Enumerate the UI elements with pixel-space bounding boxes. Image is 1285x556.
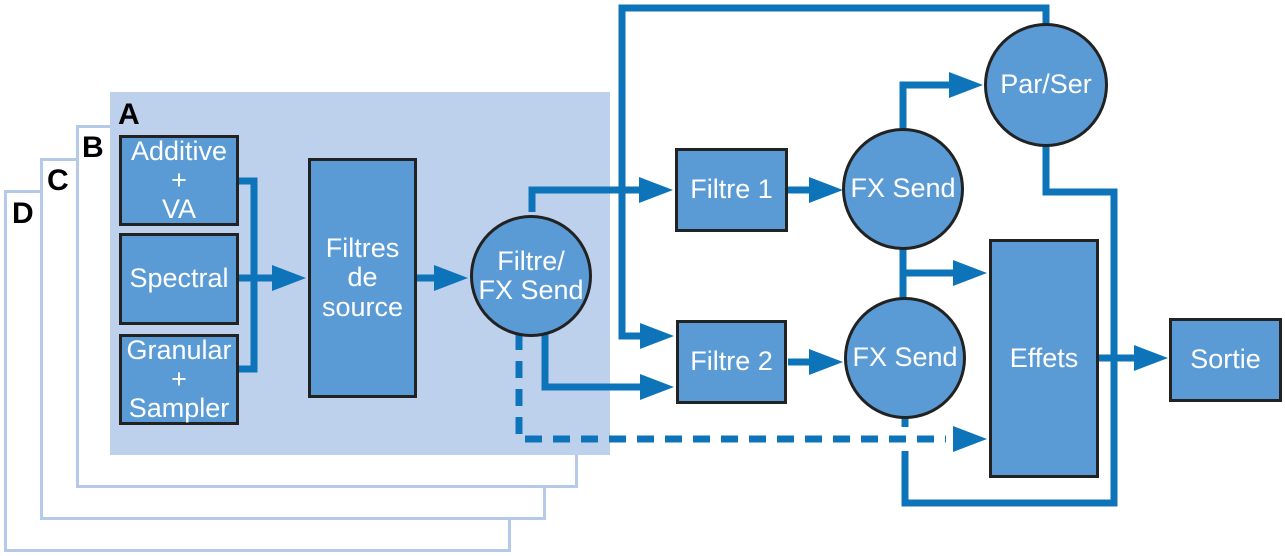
node-additive-va: Additive + VA (119, 135, 239, 226)
layer-label-a: A (118, 98, 140, 131)
node-spectral: Spectral (119, 233, 239, 325)
node-sortie: Sortie (1169, 318, 1282, 402)
layer-label-b: B (82, 131, 104, 164)
node-effets: Effets (989, 239, 1099, 478)
arrowheads (272, 72, 987, 400)
wire-par-ser-to-filtre2 (618, 4, 1050, 340)
node-filtre-1: Filtre 1 (675, 148, 788, 232)
layer-label-d: D (12, 197, 34, 230)
wire-filter-fx-send-to-filtre2 (541, 330, 640, 391)
wire-dashed-filter-fx-send-to-effets (515, 333, 946, 443)
node-par-ser: Par/Ser (984, 23, 1108, 147)
dashed-arrowhead (953, 426, 987, 452)
node-fx-send-2: FX Send (844, 297, 966, 419)
wire-fx-send1-to-par-ser (899, 81, 949, 130)
layer-label-c: C (47, 164, 69, 197)
node-filtre-fx-send: Filtre/ FX Send (470, 215, 592, 337)
node-filtre-2: Filtre 2 (676, 320, 787, 404)
node-filtres-de-source: Filtres de source (308, 158, 417, 398)
node-granular-sampler: Granular + Sampler (119, 334, 239, 425)
wire-filter-fx-send-to-filtre1 (528, 186, 639, 212)
wire-par-ser-bottom-loop (901, 144, 1118, 507)
node-fx-send-1: FX Send (842, 128, 964, 250)
sortie-arrowhead (1134, 345, 1168, 371)
